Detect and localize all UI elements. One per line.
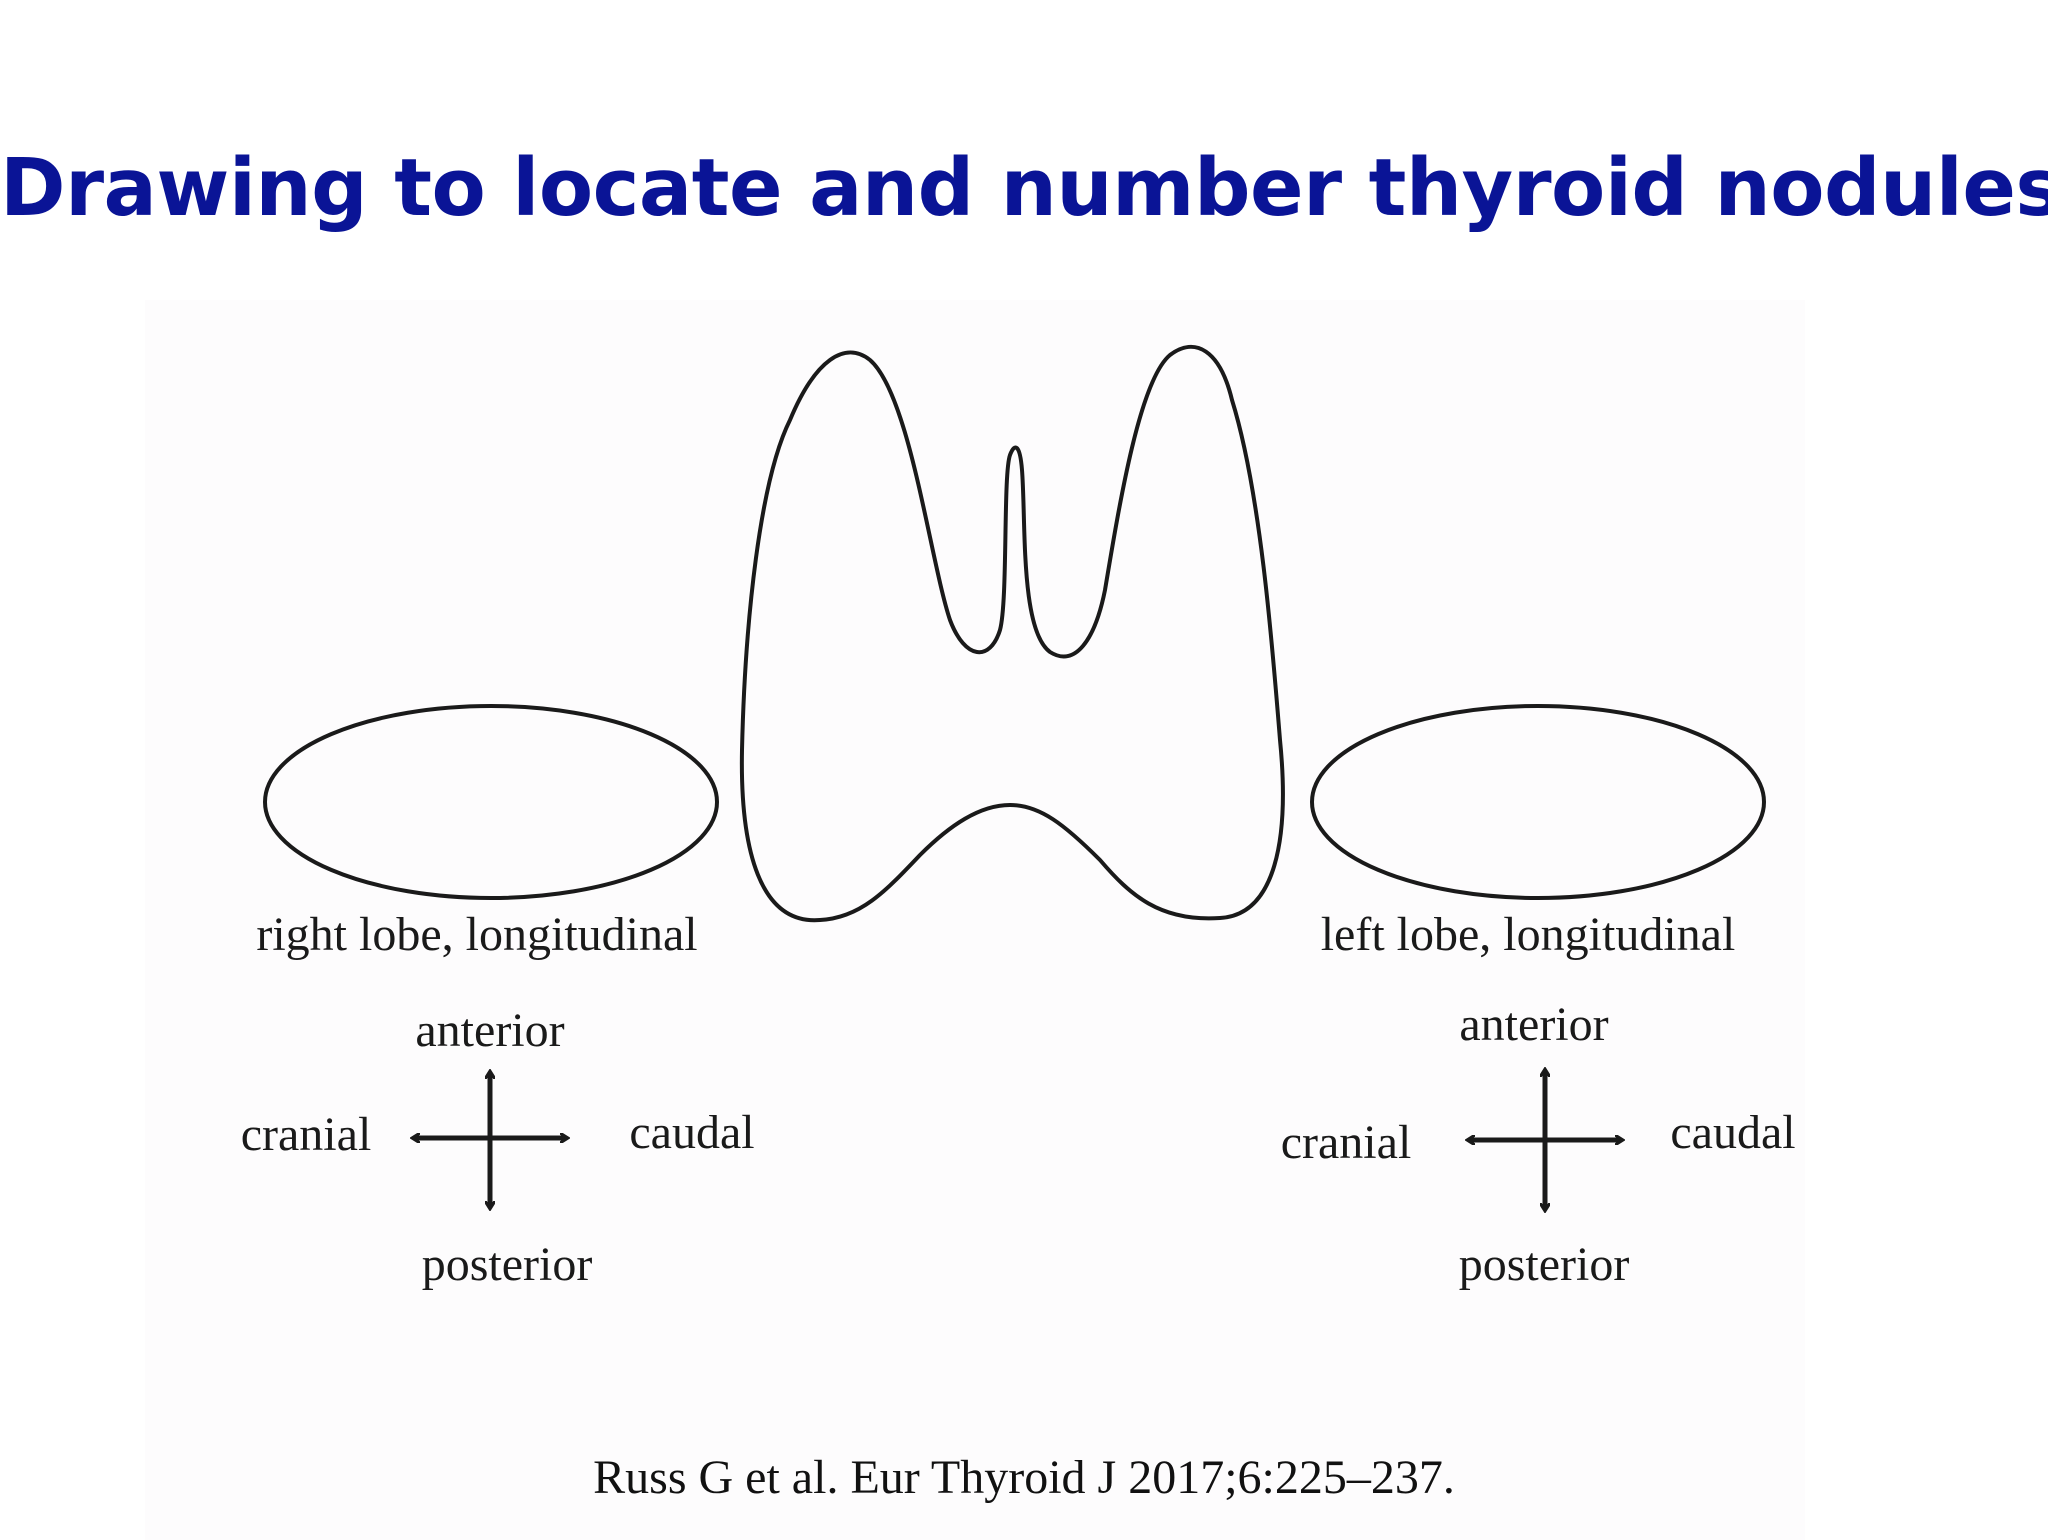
- citation: Russ G et al. Eur Thyroid J 2017;6:225–2…: [593, 1451, 1455, 1504]
- figure-background: [145, 300, 1805, 1540]
- left-caudal-label: caudal: [1670, 1106, 1795, 1159]
- thyroid-gland-outline: [739, 344, 1285, 923]
- left-posterior-label: posterior: [1459, 1238, 1630, 1291]
- left-orientation-arrows: [1468, 1070, 1622, 1210]
- right-lobe-ellipse: [263, 704, 719, 900]
- right-cranial-label: cranial: [241, 1108, 372, 1161]
- left-lobe-caption: left lobe, longitudinal: [1321, 908, 1736, 961]
- right-lobe-caption: right lobe, longitudinal: [256, 908, 697, 961]
- left-anterior-label: anterior: [1459, 998, 1608, 1051]
- right-caudal-label: caudal: [629, 1106, 754, 1159]
- right-orientation-arrows: [413, 1072, 567, 1208]
- slide-title: Drawing to locate and number thyroid nod…: [0, 142, 2048, 234]
- right-posterior-label: posterior: [422, 1238, 593, 1291]
- left-cranial-label: cranial: [1281, 1116, 1412, 1169]
- left-lobe-ellipse: [1310, 704, 1766, 900]
- right-anterior-label: anterior: [415, 1004, 564, 1057]
